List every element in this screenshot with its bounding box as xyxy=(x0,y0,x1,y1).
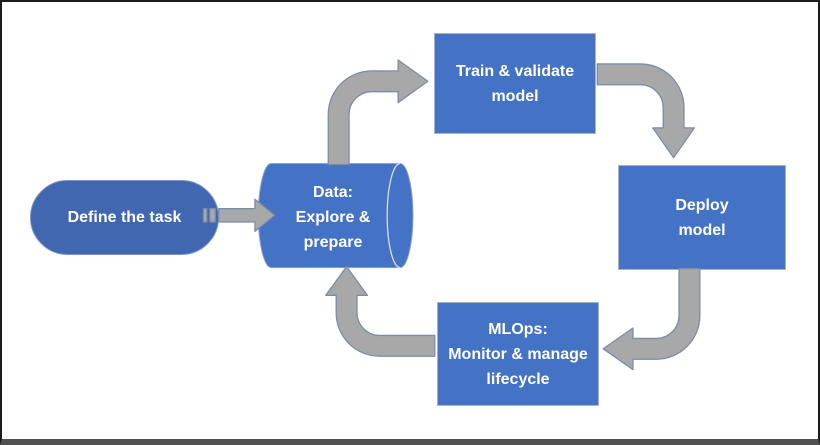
arrow-mlops-to-data xyxy=(325,265,436,357)
arrow-deploy-to-mlops xyxy=(602,267,701,371)
arrow-train-to-deploy xyxy=(596,63,696,159)
node-data-cylinder xyxy=(257,162,414,269)
diagram-shapes-layer xyxy=(202,59,701,371)
node-define-the-task xyxy=(30,180,219,255)
node-deploy-model xyxy=(618,165,786,270)
arrow-data-to-train xyxy=(327,59,429,166)
cylinder-cap-line xyxy=(386,162,401,269)
arrow-define-to-data xyxy=(202,198,276,233)
node-train-validate-model xyxy=(434,33,596,134)
node-mlops-monitor xyxy=(437,302,599,406)
